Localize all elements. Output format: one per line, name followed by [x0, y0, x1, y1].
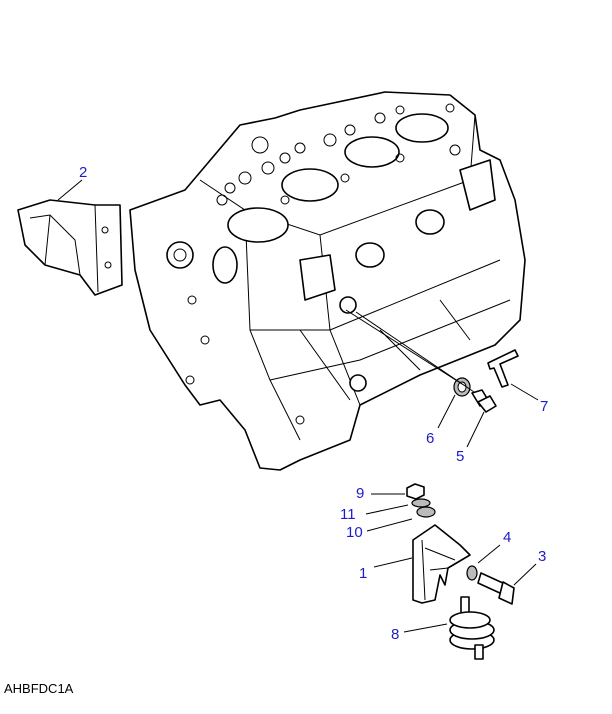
callout-5: 5	[456, 448, 465, 465]
part-3-bolt	[477, 563, 537, 605]
callout-3: 3	[538, 548, 547, 565]
cylinder-block	[129, 91, 526, 471]
part-11-washer	[365, 498, 431, 515]
part-9-nut	[371, 483, 425, 500]
part-2-rear-bracket	[17, 179, 123, 296]
part-1-mounting-bracket	[373, 524, 471, 604]
callout-1: 1	[359, 565, 368, 582]
part-4-washer	[466, 544, 501, 581]
part-10-washer	[366, 506, 436, 532]
callout-2: 2	[79, 164, 88, 181]
part-7	[487, 349, 539, 401]
callout-11: 11	[340, 506, 356, 523]
part-8-rubber-mounting	[403, 596, 495, 660]
callout-4: 4	[503, 529, 512, 546]
diagram-reference-code: AHBFDC1A	[4, 681, 74, 696]
callout-10: 10	[346, 524, 363, 541]
callout-9: 9	[356, 485, 365, 502]
callout-6: 6	[426, 430, 435, 447]
part-6-washer	[345, 309, 471, 429]
callout-7: 7	[540, 398, 549, 415]
part-5-plug	[355, 311, 497, 448]
callout-8: 8	[391, 626, 400, 643]
